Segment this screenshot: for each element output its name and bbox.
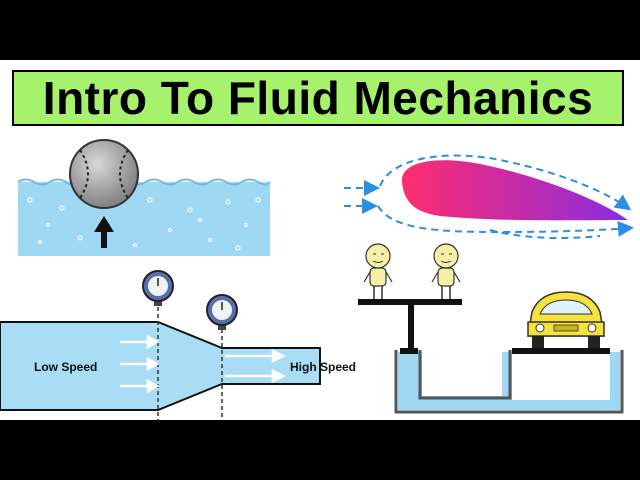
page-title: Intro To Fluid Mechanics bbox=[42, 72, 594, 124]
title-banner: Intro To Fluid Mechanics bbox=[12, 70, 624, 126]
buoyancy-diagram bbox=[17, 139, 271, 256]
water-tank bbox=[18, 182, 270, 256]
up-arrow-icon bbox=[94, 216, 114, 248]
venturi-pipe bbox=[0, 321, 321, 411]
piston-rod bbox=[408, 304, 414, 350]
airfoil-icon bbox=[401, 160, 628, 221]
small-piston bbox=[400, 348, 418, 354]
small-platform bbox=[358, 299, 462, 305]
cartoon-person-icon bbox=[431, 243, 461, 299]
high-speed-label: High Speed bbox=[290, 360, 356, 374]
pressure-gauge-icon bbox=[142, 270, 174, 306]
water-bubbles bbox=[27, 197, 261, 251]
flow-arrows bbox=[120, 334, 286, 394]
water-surface bbox=[17, 178, 271, 186]
cartoon-person-icon bbox=[363, 243, 393, 299]
large-piston bbox=[512, 348, 610, 354]
airfoil-diagram bbox=[344, 154, 634, 239]
car-icon bbox=[527, 291, 605, 348]
venturi-diagram: Low Speed High Speed bbox=[0, 270, 356, 420]
streamlines bbox=[344, 154, 634, 239]
baseball-icon bbox=[69, 139, 139, 209]
hydraulic-diagram bbox=[358, 243, 624, 414]
illustration-svg: Low Speed High Speed bbox=[0, 139, 634, 420]
thumbnail-canvas: Intro To Fluid Mechanics bbox=[0, 60, 640, 420]
pressure-gauge-icon bbox=[206, 294, 238, 330]
low-speed-label: Low Speed bbox=[34, 360, 97, 374]
